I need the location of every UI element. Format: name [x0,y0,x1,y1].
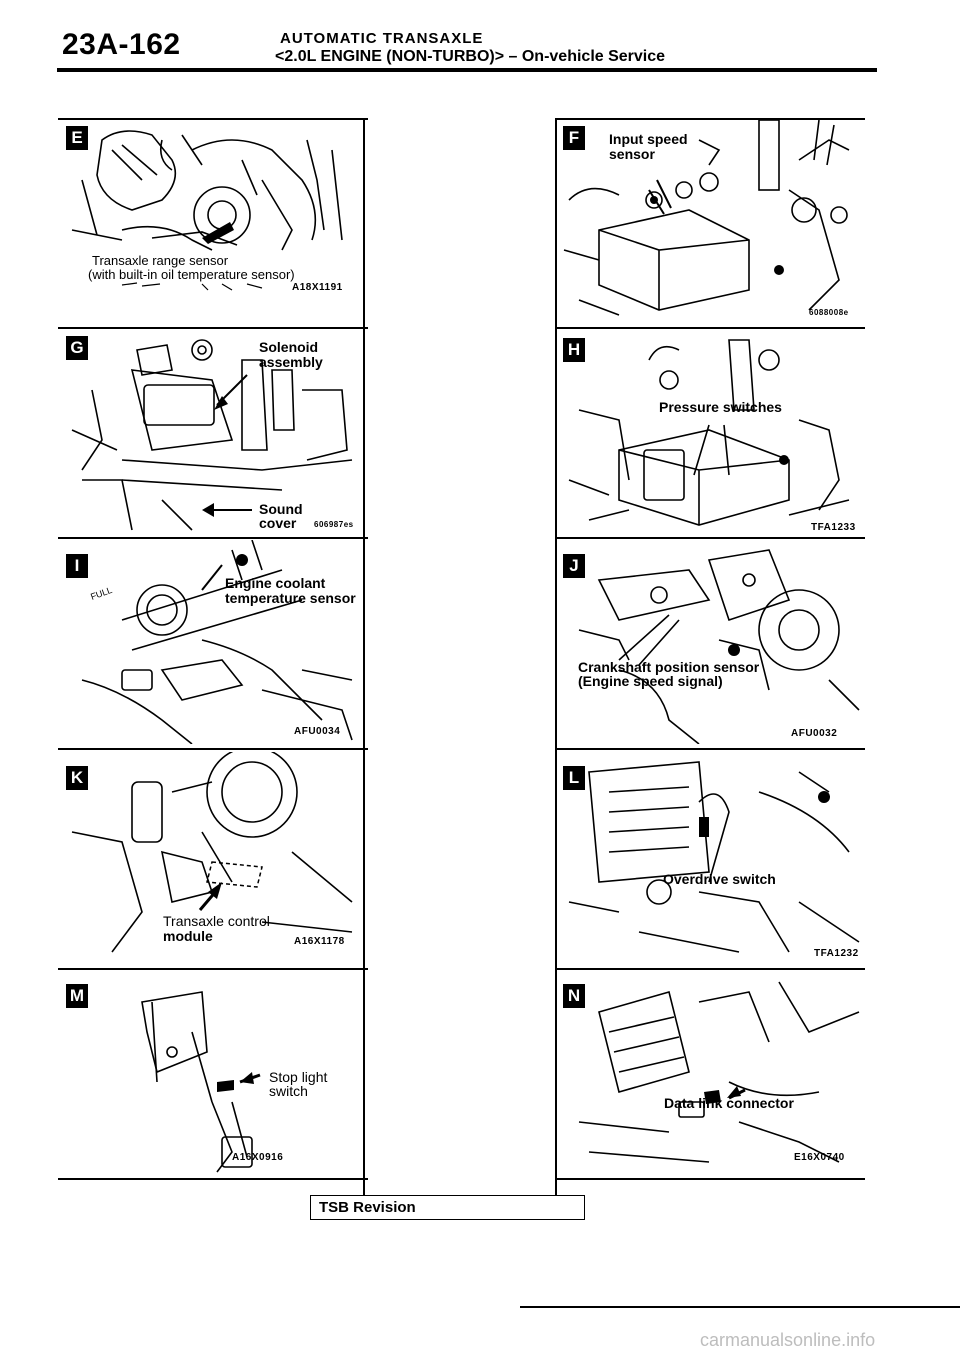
figure-letter-i: I [66,554,88,578]
figure-letter-k: K [66,766,88,790]
figure-code: TFA1232 [814,948,859,959]
row-divider [555,968,865,970]
footer-rule [520,1306,960,1308]
row-divider [555,327,865,329]
svg-text:FULL: FULL [89,585,113,602]
label-engine-coolant: Engine coolant [225,575,326,591]
label-transaxle-control: Transaxle control [163,913,270,929]
header-subtitle: <2.0L ENGINE (NON-TURBO)> – On-vehicle S… [275,48,666,65]
label-data-link-connector: Data link connector [664,1095,794,1111]
row-divider [58,1178,368,1180]
row-divider [555,118,865,120]
figure-code: A18X1191 [292,282,343,293]
label-cover: cover [259,515,297,531]
row-divider [555,1178,865,1180]
figure-h-pressure-switches: H Pressure switches TFA1233 [559,330,864,533]
control-module-illustration [71,752,353,953]
row-divider [58,327,368,329]
label-transaxle-range-sensor: Transaxle range sensor [92,253,229,268]
right-column-border [555,118,557,1195]
stop-light-switch-illustration [141,991,261,1173]
figure-code: A16X0916 [232,1152,284,1163]
figure-e-transaxle-range-sensor: E Transaxle range sensor (with built-in … [62,120,360,320]
figure-letter-l: L [563,766,585,790]
figure-letter-n: N [563,984,585,1008]
label-solenoid: Solenoid [259,339,319,355]
figure-g-solenoid-assembly: G Solenoid assembly Sound cover 606987es [62,330,360,532]
figure-code: A16X1178 [294,936,345,947]
label-stop-light: Stop light [269,1069,328,1085]
header-title: AUTOMATIC TRANSAXLE [280,30,484,47]
label-input-speed: Input speed [609,131,688,147]
figure-letter-e: E [66,126,88,150]
figure-code: AFU0034 [294,726,341,737]
figure-code: TFA1233 [811,522,856,533]
figure-j-crankshaft-position-sensor: J Crankshaft position sensor (Engine spe… [559,540,864,744]
data-link-connector-illustration [578,981,860,1163]
label-crankshaft-position-sensor: Crankshaft position sensor [578,659,760,675]
figure-l-overdrive-switch: L Overdrive switch TFA1232 [559,752,864,964]
figure-code: 6088008e [809,308,849,317]
row-divider [58,537,368,539]
overdrive-switch-illustration [568,761,860,953]
label-switch: switch [269,1083,308,1099]
figure-letter-h: H [563,338,585,362]
label-temperature-sensor: temperature sensor [225,590,356,606]
figure-code: 606987es [314,520,354,529]
figure-letter-j: J [563,554,585,578]
row-divider [58,118,368,120]
crankshaft-sensor-illustration [578,549,860,744]
label-module: module [163,928,213,944]
page-number: 23A-162 [62,28,181,61]
row-divider [555,748,865,750]
center-divider [363,118,365,1195]
label-oil-temperature-sensor: (with built-in oil temperature sensor) [88,267,295,282]
watermark: carmanualsonline.info [700,1330,876,1350]
figure-f-input-speed-sensor: F Input speed sensor 6088008e [559,120,864,322]
label-engine-speed-signal: (Engine speed signal) [578,673,723,689]
label-assembly: assembly [259,354,323,370]
tsb-revision-label: TSB Revision [319,1199,416,1216]
transaxle-range-sensor-illustration [71,130,343,291]
figure-k-transaxle-control-module: K Transaxle control module A16X1178 [62,752,360,964]
label-sound: Sound [259,501,303,517]
figure-letter-f: F [563,126,585,150]
header-rule [57,68,877,72]
pressure-switches-illustration [568,339,850,526]
coolant-sensor-illustration: FULL [81,540,353,744]
label-pressure-switches: Pressure switches [659,399,782,415]
tsb-revision-box: TSB Revision [310,1195,585,1220]
figure-letter-g: G [66,336,88,360]
row-divider [58,968,368,970]
row-divider [58,748,368,750]
figure-n-data-link-connector: N Data link connector E16X0740 [559,972,864,1174]
input-speed-sensor-illustration [563,120,850,316]
solenoid-assembly-illustration [71,339,353,531]
row-divider [555,537,865,539]
figure-code: AFU0032 [791,728,838,739]
figure-m-stop-light-switch: M Stop light switch A16X0916 [62,972,360,1174]
label-overdrive-switch: Overdrive switch [663,871,776,887]
label-sensor: sensor [609,146,655,162]
figure-letter-m: M [66,984,88,1008]
figure-code: E16X0740 [794,1152,845,1163]
figure-i-engine-coolant-temperature-sensor: FULL I Engine coolant temperature sensor… [62,540,360,744]
